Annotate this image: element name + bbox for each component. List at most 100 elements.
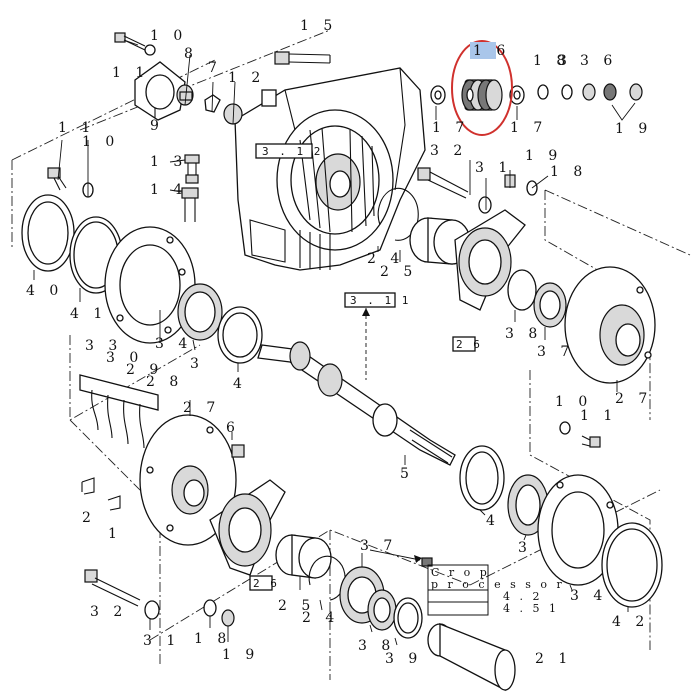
rings-40-41 xyxy=(21,194,123,294)
label-39: 3 9 xyxy=(385,651,422,667)
ref-3-12: 3 . 1 2 xyxy=(262,145,322,158)
label-11-top: 1 1 xyxy=(112,65,149,81)
label-24-upper: 2 4 xyxy=(367,251,404,267)
ref-26-upper: 2 6 xyxy=(456,338,482,351)
studs-13-14 xyxy=(181,154,200,222)
bolt-washer-right xyxy=(559,421,601,448)
ref-26-lower: 2 6 xyxy=(253,577,279,590)
flange-27-lower xyxy=(139,414,237,546)
label-25-lower: 2 5 xyxy=(278,598,315,614)
label-37-lower: 3 7 xyxy=(360,538,397,554)
bolt-washer-left xyxy=(47,167,94,198)
label-11-right: 1 1 xyxy=(580,408,617,424)
ref-3-11-box: 3 . 1 1 xyxy=(344,292,410,380)
rings-38-37-upper xyxy=(507,269,567,328)
part-labels: 1 0 1 1 8 9 7 1 2 1 5 1 6 1 7 1 7 1 8 3 … xyxy=(26,18,652,667)
sleeve-25-lower xyxy=(275,534,332,579)
label-18-right: 1 8 xyxy=(550,164,587,180)
label-19-right: 1 9 xyxy=(525,148,562,164)
spacers-33-28 xyxy=(79,374,159,449)
label-10-right: 1 0 xyxy=(555,394,592,410)
label-42: 4 2 xyxy=(612,614,649,630)
label-38-lower: 3 8 xyxy=(358,638,395,654)
right-top-washers xyxy=(430,83,643,121)
label-28: 2 8 xyxy=(146,374,183,390)
label-4-upper: 4 xyxy=(233,376,247,392)
label-40: 4 0 xyxy=(26,283,63,299)
label-12: 1 2 xyxy=(228,70,265,86)
clips-1-2 xyxy=(81,477,121,511)
crop-note-line4: 4 . 5 1 xyxy=(503,602,559,615)
label-1: 1 xyxy=(108,526,122,542)
label-21: 2 1 xyxy=(535,651,572,667)
label-8: 8 xyxy=(184,46,198,62)
label-29: 2 9 xyxy=(126,362,163,378)
fitting-6 xyxy=(231,444,245,458)
bolt-32-upper xyxy=(417,167,492,214)
label-37-upper: 3 7 xyxy=(537,344,574,360)
bearing-37-38-39-lower xyxy=(339,566,423,639)
label-6: 6 xyxy=(226,420,240,436)
label-4-lower: 4 xyxy=(486,513,500,529)
label-32-lower: 3 2 xyxy=(90,604,127,620)
label-16: 1 6 xyxy=(473,43,510,59)
crop-processor-note: C r o p p r o c e s s o r 4 . 2 4 . 5 1 xyxy=(369,549,565,616)
label-33: 3 3 xyxy=(85,338,122,354)
label-24-lower: 2 4 xyxy=(302,610,339,626)
ring-4-upper xyxy=(217,306,263,364)
label-9: 9 xyxy=(150,118,164,134)
label-34-lower: 3 4 xyxy=(570,588,607,604)
label-27-lower: 2 7 xyxy=(183,400,220,416)
crop-note-line1: C r o p xyxy=(431,566,490,579)
housing-ref-box: 3 . 1 2 xyxy=(255,143,322,159)
label-27-upper: 2 7 xyxy=(615,391,652,407)
label-3-lower: 3 xyxy=(518,540,532,556)
label-7: 7 xyxy=(208,60,222,76)
top-bolt-15 xyxy=(274,51,331,65)
part-16-stacked-rings xyxy=(461,79,503,111)
label-11-left: 1 1 xyxy=(58,120,95,136)
leader-lines xyxy=(33,54,629,646)
label-14: 1 4 xyxy=(150,182,187,198)
label-18-top: 1 8 xyxy=(533,53,570,69)
label-34-upper: 3 4 xyxy=(155,336,192,352)
label-25-upper: 2 5 xyxy=(380,264,417,280)
flange-34-upper xyxy=(104,226,196,344)
ref-26b-box: 2 6 xyxy=(249,575,279,591)
label-19-top: 1 9 xyxy=(615,121,652,137)
crop-note-line3: 4 . 2 xyxy=(503,590,543,603)
label-10-top: 1 0 xyxy=(150,28,187,44)
bearing-block-26-upper xyxy=(454,209,526,311)
ref-3-11: 3 . 1 1 xyxy=(350,294,410,307)
label-18-lower: 1 8 xyxy=(194,631,231,647)
label-31-upper: 3 1 xyxy=(475,160,512,176)
bolt-32-lower xyxy=(84,569,235,627)
label-15: 1 5 xyxy=(300,18,337,34)
label-41: 4 1 xyxy=(70,306,107,322)
label-17-right: 1 7 xyxy=(510,120,547,136)
label-17-left: 1 7 xyxy=(432,120,469,136)
crop-note-line2: p r o c e s s o r xyxy=(431,578,565,591)
label-10-left: 1 0 xyxy=(82,134,119,150)
label-38-upper: 3 8 xyxy=(505,326,542,342)
label-13: 1 3 xyxy=(150,154,187,170)
ring-4-lower xyxy=(459,445,505,511)
main-shaft-5 xyxy=(257,341,456,466)
label-31-lower: 3 1 xyxy=(143,633,180,649)
label-3-upper: 3 xyxy=(190,356,204,372)
ref-26a-box: 2 6 xyxy=(452,336,482,352)
label-36: 3 6 xyxy=(580,53,617,69)
bearing-block-26-lower xyxy=(209,479,286,576)
flange-27-upper xyxy=(564,266,656,384)
label-2: 2 xyxy=(82,510,96,526)
highlight-16 xyxy=(451,40,513,136)
label-32-upper: 3 2 xyxy=(430,143,467,159)
label-19-lower: 1 9 xyxy=(222,647,259,663)
bearing-3-upper xyxy=(177,283,223,341)
tube-21 xyxy=(427,623,516,692)
ring-42 xyxy=(601,522,663,608)
gear-housing xyxy=(234,67,426,271)
label-83: 3 xyxy=(558,53,572,69)
label-30: 3 0 xyxy=(106,350,143,366)
